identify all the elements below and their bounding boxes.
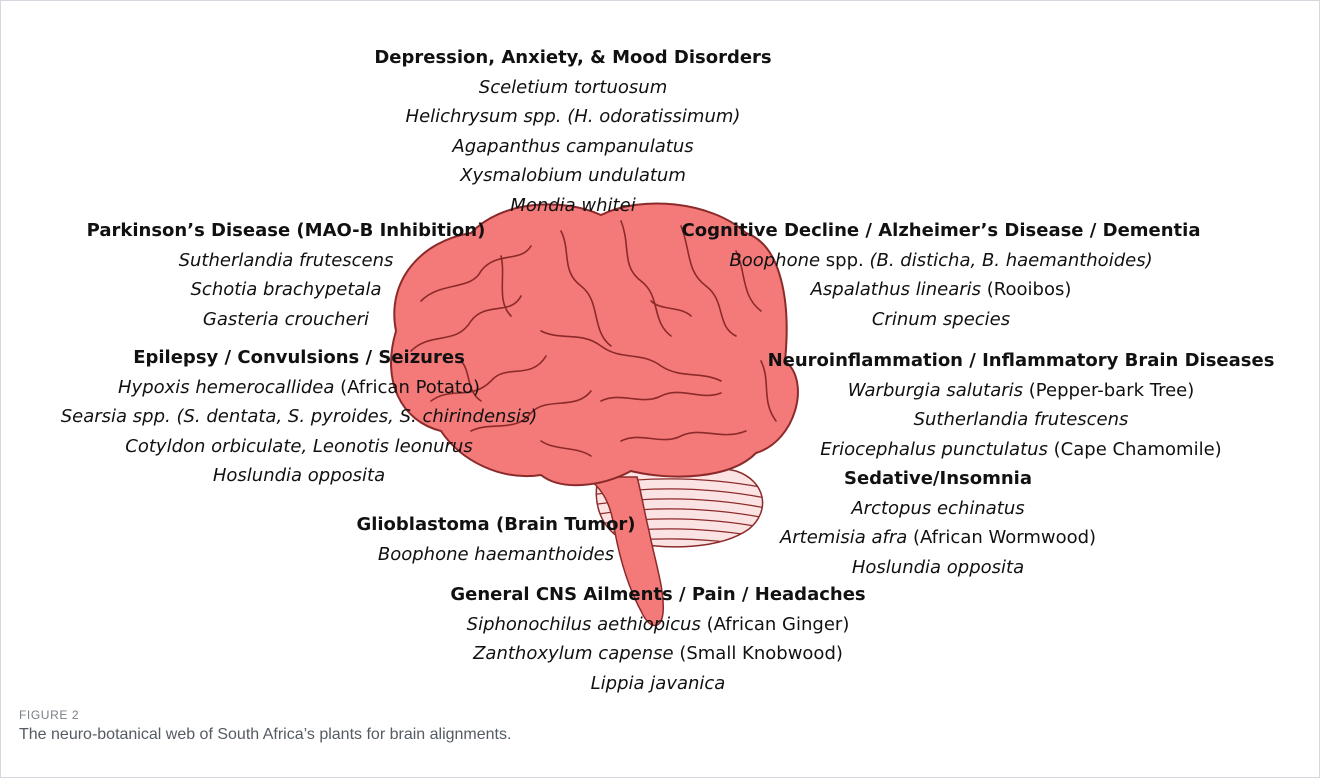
figure-caption: FIGURE 2 The neuro-botanical web of Sout… bbox=[19, 706, 511, 746]
plant-item: Boophone haemanthoides bbox=[377, 543, 615, 565]
plant-item: Cotyldon orbiculate, Leonotis leonurus bbox=[125, 435, 473, 457]
plant-item: Hypoxis hemerocallidea (African Potato) bbox=[118, 376, 480, 398]
group-depression: Depression, Anxiety, & Mood Disorders Sc… bbox=[373, 43, 773, 220]
plant-item: Eriocephalus punctulatus (Cape Chamomile… bbox=[820, 438, 1222, 460]
plant-item: Warburgia salutaris (Pepper-bark Tree) bbox=[847, 379, 1195, 401]
plant-item: Crinum species bbox=[871, 308, 1011, 330]
plant-item: Xysmalobium undulatum bbox=[460, 165, 686, 186]
group-epilepsy: Epilepsy / Convulsions / Seizures Hypoxi… bbox=[39, 343, 559, 491]
group-heading: Epilepsy / Convulsions / Seizures bbox=[133, 347, 465, 368]
group-heading: Cognitive Decline / Alzheimer’s Disease … bbox=[681, 220, 1201, 241]
group-neuroinflammation: Neuroinflammation / Inflammatory Brain D… bbox=[741, 346, 1301, 464]
group-general-cns: General CNS Ailments / Pain / Headaches … bbox=[413, 580, 903, 698]
group-heading: Parkinson’s Disease (MAO-B Inhibition) bbox=[86, 220, 486, 241]
plant-item: Mondia whitei bbox=[510, 194, 636, 216]
plant-item: Hoslundia opposita bbox=[212, 465, 386, 486]
plant-item: Searsia spp. (S. dentata, S. pyroides, S… bbox=[60, 406, 538, 427]
group-glioblastoma: Glioblastoma (Brain Tumor) Boophone haem… bbox=[341, 510, 651, 569]
plant-item: Hoslundia opposita bbox=[851, 556, 1025, 578]
group-heading: Depression, Anxiety, & Mood Disorders bbox=[374, 47, 772, 68]
plant-item: Sutherlandia frutescens bbox=[913, 409, 1129, 430]
plant-item: Sceletium tortuosum bbox=[478, 76, 668, 98]
plant-item: Artemisia afra (African Wormwood) bbox=[779, 527, 1097, 548]
group-heading: Glioblastoma (Brain Tumor) bbox=[356, 514, 636, 535]
plant-item: Arctopus echinatus bbox=[851, 497, 1025, 519]
plant-item: Agapanthus campanulatus bbox=[452, 135, 694, 157]
plant-item: Schotia brachypetala bbox=[190, 279, 382, 300]
cerebrum-icon bbox=[390, 202, 799, 487]
group-heading: Neuroinflammation / Inflammatory Brain D… bbox=[767, 350, 1275, 371]
plant-item: Aspalathus linearis (Rooibos) bbox=[810, 279, 1072, 300]
brain-stem-icon bbox=[583, 476, 665, 627]
group-cognitive: Cognitive Decline / Alzheimer’s Disease … bbox=[656, 216, 1226, 334]
plant-item: Siphonochilus aethiopicus (African Ginge… bbox=[466, 613, 850, 635]
group-heading: Sedative/Insomnia bbox=[844, 468, 1032, 489]
group-parkinsons: Parkinson’s Disease (MAO-B Inhibition) S… bbox=[71, 216, 501, 334]
plant-item: Zanthoxylum capense (Small Knobwood) bbox=[473, 643, 843, 664]
plant-item: Gasteria croucheri bbox=[202, 308, 370, 330]
figure-caption-text: The neuro-botanical web of South Africa’… bbox=[19, 726, 512, 743]
plant-item: Boophone spp. (B. disticha, B. haemantho… bbox=[729, 249, 1153, 271]
group-heading: General CNS Ailments / Pain / Headaches bbox=[450, 584, 866, 605]
plant-item: Lippia javanica bbox=[590, 672, 726, 694]
plant-item: Helichrysum spp. (H. odoratissimum) bbox=[405, 106, 741, 127]
figure-label: FIGURE 2 bbox=[19, 708, 80, 722]
plant-item: Sutherlandia frutescens bbox=[178, 249, 394, 271]
group-sedative: Sedative/Insomnia Arctopus echinatus Art… bbox=[743, 464, 1133, 582]
